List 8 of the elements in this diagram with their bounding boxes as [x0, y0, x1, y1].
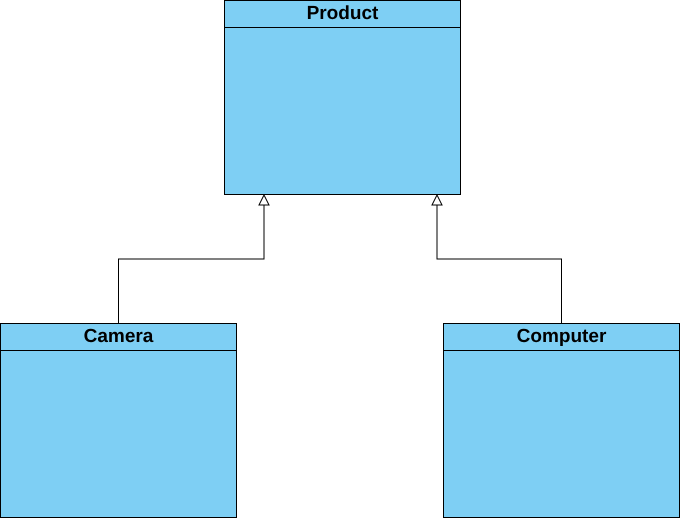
class-box	[0, 323, 237, 518]
class-box	[224, 0, 461, 195]
class-name: Camera	[84, 326, 154, 348]
class-name: Computer	[516, 326, 606, 348]
generalization-arrow	[118, 194, 270, 324]
generalization-arrow	[432, 194, 562, 324]
class-name: Product	[306, 3, 378, 25]
class-box	[443, 323, 680, 518]
